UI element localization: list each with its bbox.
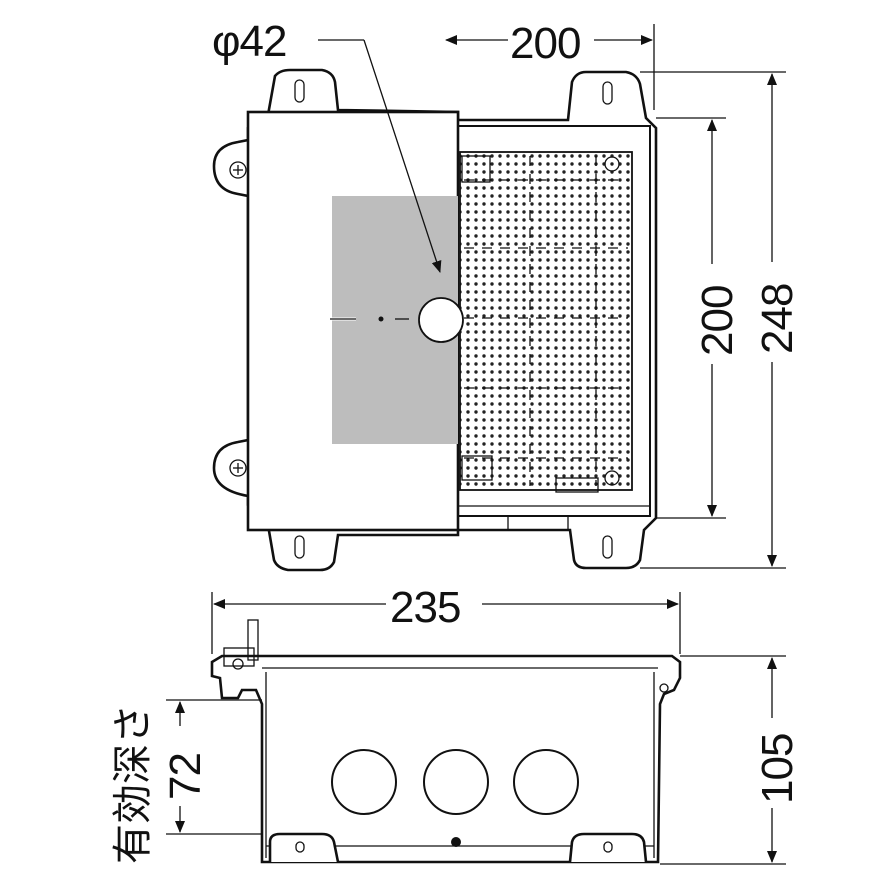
plate-corner-br — [604, 470, 620, 486]
foot-slot-right — [603, 841, 613, 853]
foot-slot-left — [295, 841, 305, 853]
knockout-hole-42 — [418, 297, 464, 343]
top-view: φ42 200 200 248 — [212, 17, 802, 572]
side-body-outline — [210, 654, 682, 864]
outer-height-label: 248 — [753, 284, 802, 354]
plate-corner-tr — [604, 156, 620, 172]
knockout-left — [331, 749, 397, 815]
inner-height-label: 200 — [693, 286, 742, 356]
perforated-plate — [459, 151, 633, 491]
phi42-label: φ42 — [212, 17, 286, 66]
depth-label: 72 — [161, 753, 210, 800]
hinge-screw-upper — [229, 161, 247, 179]
knockout-right — [513, 749, 579, 815]
drain-hole — [451, 837, 461, 847]
top-width-label: 200 — [510, 19, 580, 68]
side-view: 235 105 72 有効深さ — [110, 583, 802, 865]
plate-clip-upper — [461, 155, 491, 183]
mount-slot-top-left — [294, 79, 305, 103]
phi-leader-arrow — [363, 39, 442, 273]
plate-clip-lower — [461, 455, 493, 481]
hinge-screw-lower — [229, 459, 247, 477]
mount-slot-bottom-left — [294, 535, 305, 559]
knockout-center — [423, 749, 489, 815]
foot-right — [568, 832, 648, 863]
plate-tab-bottom — [555, 477, 599, 493]
bottom-boss — [507, 515, 569, 531]
depth-caption: 有効深さ — [110, 704, 156, 864]
plate-dashes — [464, 156, 628, 486]
hinge-post — [247, 619, 259, 661]
side-height-label: 105 — [753, 734, 802, 804]
center-marks — [330, 316, 409, 322]
mount-slot-bottom-right — [602, 535, 613, 559]
hinge-block — [223, 647, 255, 667]
side-width-label: 235 — [390, 583, 460, 632]
mount-slot-top-right — [602, 81, 613, 105]
hinge-pin — [232, 658, 244, 670]
latch-pin — [659, 683, 669, 693]
